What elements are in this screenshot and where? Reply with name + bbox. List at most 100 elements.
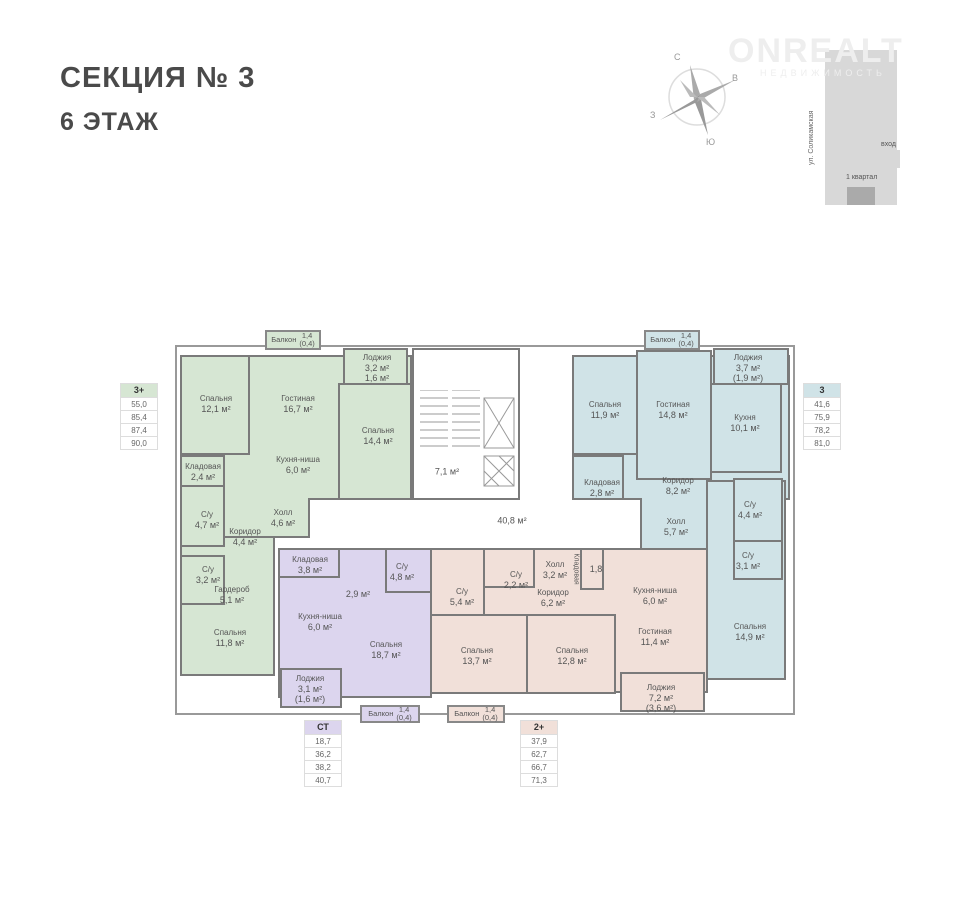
floor-title: 6 ЭТАЖ bbox=[60, 108, 159, 136]
room-name: Спальня bbox=[369, 640, 403, 649]
room-area-net: (0,4) bbox=[396, 713, 412, 722]
room-area: 13,7 м² bbox=[462, 656, 492, 666]
room-name: Гостиная bbox=[638, 627, 672, 636]
room-area: 2,8 м² bbox=[589, 488, 615, 498]
watermark-tagline: НЕДВИЖИМОСТЬ bbox=[760, 68, 886, 78]
room-name: С/у bbox=[509, 570, 522, 579]
compass-rose-icon bbox=[660, 65, 735, 135]
room-area: 5,1 м² bbox=[219, 595, 245, 605]
room-name: Коридор bbox=[229, 527, 261, 536]
room-area: 6,0 м² bbox=[307, 622, 333, 632]
room-name: Балкон bbox=[271, 335, 297, 344]
room-name: Кладовая bbox=[292, 555, 328, 564]
room-area: 11,9 м² bbox=[590, 410, 620, 420]
room-area: 11,8 м² bbox=[215, 638, 245, 648]
room-area: 2,9 м² bbox=[345, 589, 371, 599]
room-area: 1,4 bbox=[301, 331, 313, 340]
room-area: 3,2 м² bbox=[195, 575, 221, 585]
room-area-net: 1,6 м² bbox=[364, 373, 390, 383]
room-area: 3,8 м² bbox=[297, 565, 323, 575]
room-area: 6,0 м² bbox=[642, 596, 668, 606]
room-area-net: (3,6 м²) bbox=[645, 703, 677, 713]
room-area: 8,2 м² bbox=[665, 486, 691, 496]
room-name: Холл bbox=[666, 517, 686, 526]
room-area: 4,4 м² bbox=[737, 510, 763, 520]
room-name: Спальня bbox=[199, 394, 233, 403]
room-name: С/у bbox=[741, 551, 754, 560]
room-name: С/у bbox=[200, 510, 213, 519]
area-value: 55,0 bbox=[121, 397, 157, 410]
room-name: Лоджия bbox=[646, 683, 676, 692]
room-area: 14,8 м² bbox=[658, 410, 688, 420]
area-value: 66,7 bbox=[521, 760, 557, 773]
room-area: 5,7 м² bbox=[663, 527, 689, 537]
room-area: 6,2 м² bbox=[540, 598, 566, 608]
apartment-type: 3 bbox=[804, 384, 840, 397]
room-area: 2,4 м² bbox=[190, 472, 216, 482]
area-value: 36,2 bbox=[305, 747, 341, 760]
area-value: 40,7 bbox=[305, 773, 341, 786]
room-area-net: (1,6 м²) bbox=[294, 694, 326, 704]
room-name: Гостиная bbox=[656, 400, 690, 409]
room-area-net: (0,4) bbox=[678, 339, 694, 348]
room-name: Кухня-ниша bbox=[276, 455, 320, 464]
area-value: 18,7 bbox=[305, 734, 341, 747]
area-value: 87,4 bbox=[121, 423, 157, 436]
area-value: 75,9 bbox=[804, 410, 840, 423]
room-area: 3,7 м² bbox=[735, 363, 761, 373]
room-name: Спальня bbox=[213, 628, 247, 637]
compass-n: С bbox=[674, 52, 681, 62]
watermark-logo: ONREALT bbox=[728, 32, 904, 70]
room-area-net: (0,4) bbox=[482, 713, 498, 722]
room-area: 3,1 м² bbox=[297, 684, 323, 694]
area-value: 78,2 bbox=[804, 423, 840, 436]
room-area: 1,4 bbox=[398, 705, 410, 714]
compass-w: З bbox=[650, 110, 656, 120]
room-name: Гардероб bbox=[214, 585, 250, 594]
room-name: Балкон bbox=[454, 709, 480, 718]
room-area-net: (0,4) bbox=[299, 339, 315, 348]
area-value: 81,0 bbox=[804, 436, 840, 449]
area-value: 38,2 bbox=[305, 760, 341, 773]
room-name: Холл bbox=[545, 560, 565, 569]
corridor-area: 40,8 м² bbox=[497, 515, 527, 526]
room-name: Балкон bbox=[650, 335, 676, 344]
room-area: 10,1 м² bbox=[730, 423, 760, 433]
area-value: 62,7 bbox=[521, 747, 557, 760]
room-name: Спальня bbox=[588, 400, 622, 409]
room-name: С/у bbox=[395, 562, 408, 571]
area-value: 37,9 bbox=[521, 734, 557, 747]
area-value: 71,3 bbox=[521, 773, 557, 786]
room-name: С/у bbox=[455, 587, 468, 596]
room-name: Спальня bbox=[460, 646, 494, 655]
room-area: 3,2 м² bbox=[364, 363, 390, 373]
stair-area: 7,1 м² bbox=[434, 466, 460, 477]
room-name: Кухня-ниша bbox=[633, 586, 677, 595]
street-label: ул. Соликамская bbox=[808, 110, 815, 165]
room-area: 14,9 м² bbox=[735, 632, 765, 642]
room-name: Кладовая bbox=[572, 553, 580, 585]
room-area: 3,2 м² bbox=[542, 570, 568, 580]
room-area: 1,8 bbox=[589, 564, 603, 574]
room-name: Кухня bbox=[734, 413, 756, 422]
room-area: 7,2 м² bbox=[648, 693, 674, 703]
room-area: 12,1 м² bbox=[201, 404, 231, 414]
room-name: Кладовая bbox=[185, 462, 221, 471]
room-area: 4,8 м² bbox=[389, 572, 415, 582]
apartment-type: 2+ bbox=[521, 721, 557, 734]
room-name: Балкон bbox=[368, 709, 394, 718]
apartment-type: СТ bbox=[305, 721, 341, 734]
room-name: Спальня bbox=[555, 646, 589, 655]
area-value: 90,0 bbox=[121, 436, 157, 449]
entrance-label: вход bbox=[881, 141, 896, 148]
room-area: 14,4 м² bbox=[363, 436, 393, 446]
room-name: С/у bbox=[201, 565, 214, 574]
room-name: Спальня bbox=[361, 426, 395, 435]
room-area: 5,4 м² bbox=[449, 597, 475, 607]
room-area: 2,2 м² bbox=[503, 580, 529, 590]
room-area: 4,6 м² bbox=[270, 518, 296, 528]
block-label: 1 квартал bbox=[846, 174, 878, 181]
